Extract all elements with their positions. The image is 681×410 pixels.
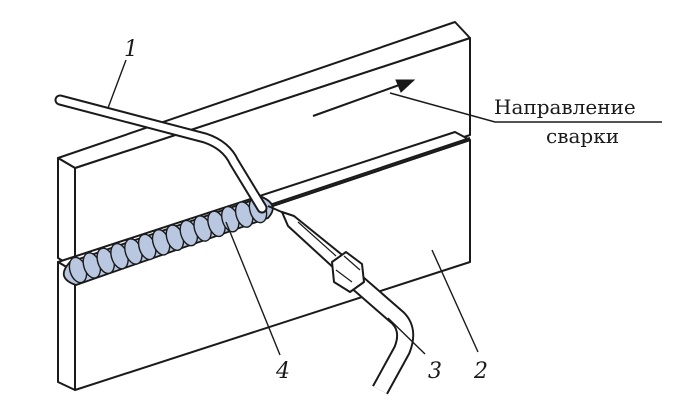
gas-torch — [267, 205, 415, 395]
callout-3: 3 — [428, 359, 442, 384]
upper-plate-side-edge — [57, 157, 76, 269]
callout-leaders — [107, 59, 479, 356]
callout-2: 2 — [473, 359, 488, 384]
torch-nut — [331, 251, 365, 293]
direction-label-line2: сварки — [546, 124, 619, 148]
callout-4: 4 — [275, 359, 290, 384]
direction-arrow — [312, 79, 416, 117]
leader-4 — [225, 221, 281, 356]
direction-leader-line — [389, 92, 662, 123]
torch-hose-inner — [347, 272, 413, 394]
filler-rod — [54, 94, 268, 214]
leader-1 — [107, 59, 127, 109]
callout-1: 1 — [124, 37, 138, 62]
leader-3 — [387, 317, 426, 355]
filler-rod-inner — [56, 96, 266, 212]
direction-label-line1: Направление — [494, 95, 636, 119]
torch-flame-tip — [267, 205, 285, 214]
leader-2 — [431, 249, 479, 353]
